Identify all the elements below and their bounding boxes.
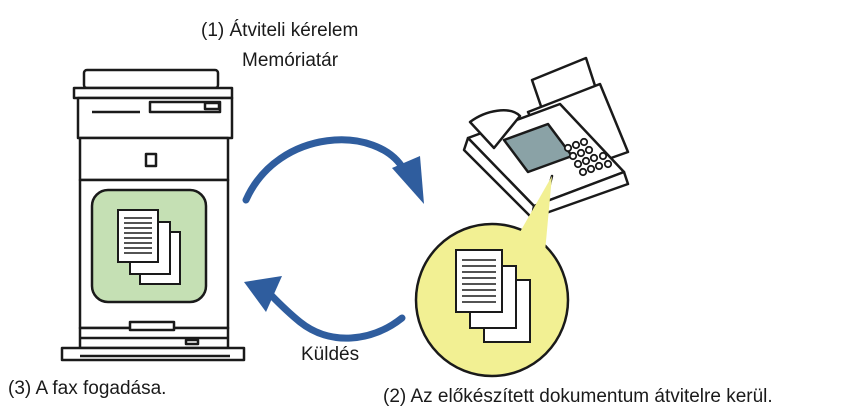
memory-document-stack-icon [117, 209, 181, 285]
send-arrow [244, 276, 406, 342]
request-label-line1: (1) Átviteli kérelem [201, 20, 359, 41]
fax-machine-icon [462, 56, 630, 220]
fax-document-stack-icon [455, 249, 531, 343]
request-label-line2: Memóriatár [242, 50, 339, 71]
request-arrow [242, 136, 424, 204]
receive-label: (3) A fax fogadása. [8, 378, 167, 399]
send-label: Küldés [301, 344, 360, 365]
transmit-label: (2) Az előkészített dokumentum átvitelre… [383, 386, 773, 407]
